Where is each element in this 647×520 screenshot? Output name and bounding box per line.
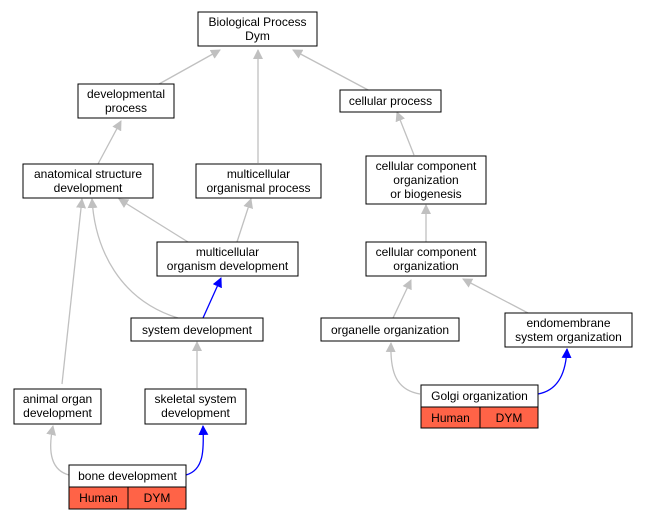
edge-animal-organ-to-anatomical [61, 198, 87, 385]
node-label-line: Biological Process [208, 15, 306, 29]
node-label-line: organelle organization [331, 323, 449, 337]
node-label-line: system development [142, 323, 253, 337]
node-label-line: endomembrane [526, 316, 610, 330]
edge-anatomical-to-developmental [97, 120, 122, 165]
node-label-line: multicellular [196, 245, 259, 259]
edge-mod-to-anatomical [118, 198, 189, 243]
node-label-line: skeletal system [154, 392, 236, 406]
nodes: Biological Process Dym developmental pro… [13, 11, 633, 510]
edge-cellular-process-to-biological [292, 49, 371, 92]
node-label-line: Dym [245, 29, 270, 43]
node-label-line: Golgi organization [431, 389, 528, 403]
badge-human-label: Human [431, 411, 470, 425]
node-label-line: cellular component [376, 159, 477, 173]
node-label-line: organismal process [206, 181, 310, 195]
node-label-line: organism development [167, 259, 289, 273]
badge-dym [127, 486, 187, 510]
node-label-line: organization [393, 259, 458, 273]
node-label-line: multicellular [227, 167, 290, 181]
node-label-line: system organization [515, 330, 622, 344]
edges [46, 49, 572, 476]
edge-endomembrane-to-cco [462, 278, 529, 314]
node-endomembrane-system-organization[interactable]: endomembrane system organization [504, 312, 633, 348]
node-label-line: development [23, 406, 92, 420]
node-label-line: development [54, 181, 123, 195]
annotation-badges: Human DYM [420, 406, 539, 429]
edge-bone-to-skeletal [185, 425, 209, 476]
edge-golgi-to-endomembrane [537, 348, 572, 395]
node-system-development[interactable]: system development [130, 317, 264, 342]
node-multicellular-organismal-process[interactable]: multicellular organismal process [195, 163, 322, 199]
node-label-line: bone development [78, 469, 177, 483]
node-cellular-component-organization[interactable]: cellular component organization [365, 241, 487, 277]
node-label-line: cellular component [376, 245, 477, 259]
badge-human-label: Human [79, 491, 118, 505]
node-label-line: cellular process [349, 94, 432, 108]
annotation-badges: Human DYM [68, 486, 187, 510]
node-bone-development[interactable]: bone development Human DYM [68, 464, 187, 510]
edge-organelle-to-cco [392, 279, 412, 319]
badge-dym-label: DYM [496, 411, 523, 425]
node-anatomical-structure-development[interactable]: anatomical structure development [22, 163, 154, 199]
node-cellular-component-organization-or-biogenesis[interactable]: cellular component organization or bioge… [365, 155, 487, 205]
node-label-line: or biogenesis [390, 187, 461, 201]
node-label-line: organization [393, 173, 458, 187]
node-biological-process[interactable]: Biological Process Dym [197, 11, 318, 47]
node-animal-organ-development[interactable]: animal organ development [13, 388, 102, 425]
badge-dym-label: DYM [144, 491, 171, 505]
edge-ccob-to-cellular-process [395, 111, 415, 156]
badge-dym [479, 406, 539, 429]
edge-developmental-to-biological [158, 49, 221, 85]
node-label-line: developmental [87, 87, 165, 101]
node-label-line: development [161, 406, 230, 420]
edge-mod-to-multicellular-process [236, 198, 253, 243]
node-organelle-organization[interactable]: organelle organization [320, 317, 460, 342]
node-developmental-process[interactable]: developmental process [77, 83, 175, 119]
node-skeletal-system-development[interactable]: skeletal system development [144, 388, 247, 425]
node-golgi-organization[interactable]: Golgi organization Human DYM [420, 384, 539, 429]
edge-golgi-to-organelle [385, 342, 421, 395]
node-multicellular-organism-development[interactable]: multicellular organism development [156, 241, 299, 277]
node-label-line: process [105, 101, 147, 115]
node-label-line: animal organ [23, 392, 92, 406]
node-cellular-process[interactable]: cellular process [339, 89, 442, 113]
node-label-line: anatomical structure [34, 167, 142, 181]
edge-system-to-mod [202, 277, 222, 319]
edge-bone-to-animal-organ [46, 425, 70, 476]
edge-system-to-anatomical [87, 198, 179, 319]
